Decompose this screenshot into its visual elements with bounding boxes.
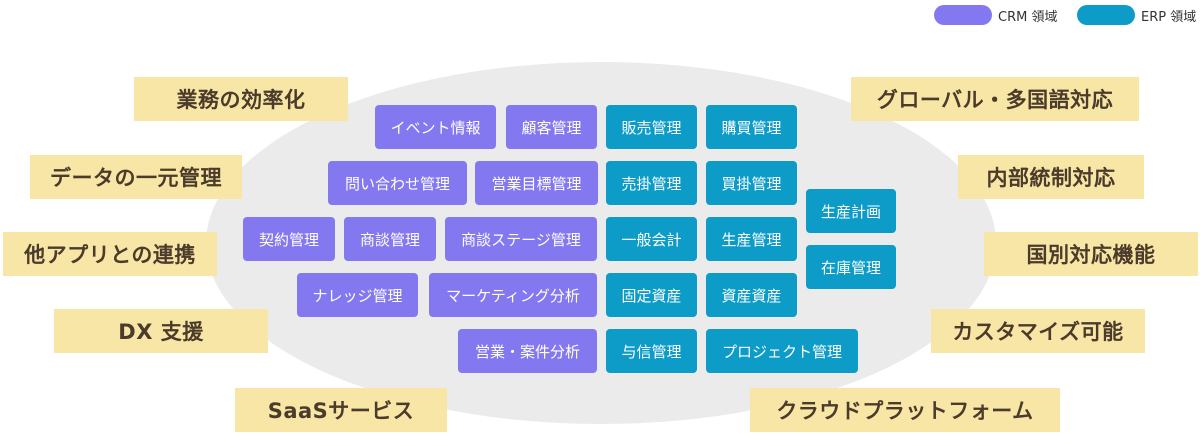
legend-crm-swatch [934,5,992,25]
legend-erp-swatch [1077,5,1135,25]
tag-efficiency: 業務の効率化 [134,77,348,121]
crm-event-info: イベント情報 [375,105,496,149]
crm-sales-target-management: 営業目標管理 [475,161,598,205]
tag-customizable: カスタマイズ可能 [931,309,1145,353]
tag-saas: SaaSサービス [235,388,447,432]
erp-asset-management: 資産資産 [706,273,797,317]
tag-cloud-platform: クラウドプラットフォーム [750,388,1060,432]
legend-crm: CRM 領域 [934,4,1057,26]
erp-sales-management: 販売管理 [606,105,697,149]
legend-erp: ERP 領域 [1077,4,1196,26]
erp-project-management: プロジェクト管理 [706,329,858,373]
system-scope-ellipse [206,62,996,424]
tag-data-centralization: データの一元管理 [30,155,242,199]
erp-receivables-management: 売掛管理 [606,161,697,205]
tag-global-multilingual: グローバル・多国語対応 [851,77,1139,121]
crm-inquiry-management: 問い合わせ管理 [328,161,467,205]
tag-country-specific: 国別対応機能 [984,232,1198,276]
erp-credit-management: 与信管理 [606,329,697,373]
erp-purchase-management: 購買管理 [706,105,797,149]
erp-fixed-assets: 固定資産 [606,273,697,317]
crm-marketing-analysis: マーケティング分析 [429,273,597,317]
crm-sales-case-analysis: 営業・案件分析 [458,329,597,373]
crm-deal-management: 商談管理 [344,217,436,261]
erp-payables-management: 買掛管理 [706,161,797,205]
erp-inventory-management: 在庫管理 [806,245,896,289]
legend-crm-label: CRM 領域 [998,9,1058,25]
erp-general-accounting: 一般会計 [606,217,697,261]
erp-production-planning: 生産計画 [806,189,896,233]
crm-customer-management: 顧客管理 [506,105,597,149]
erp-production-management: 生産管理 [706,217,797,261]
crm-knowledge-management: ナレッジ管理 [297,273,418,317]
crm-deal-stage-management: 商談ステージ管理 [445,217,597,261]
legend-erp-label: ERP 領域 [1141,9,1197,25]
tag-internal-control: 内部統制対応 [958,155,1144,199]
crm-contract-management: 契約管理 [243,217,335,261]
tag-dx-support: DX 支援 [54,309,268,353]
tag-app-integration: 他アプリとの連携 [3,232,217,276]
